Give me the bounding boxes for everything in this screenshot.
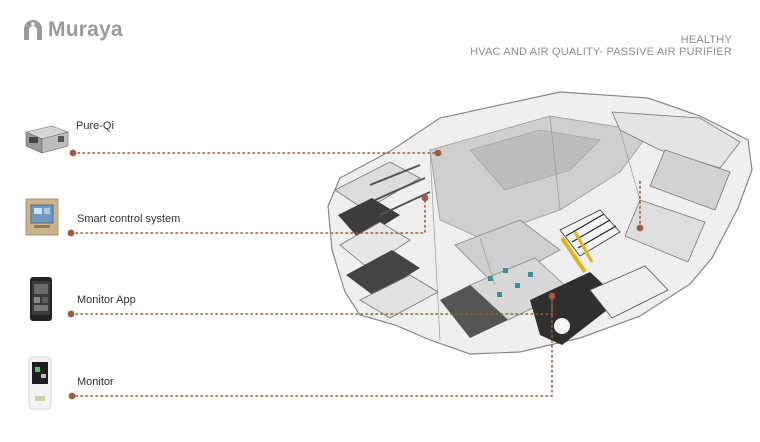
heading-line-1: HEALTHY bbox=[680, 34, 732, 46]
connector-dot-smart-start bbox=[67, 229, 75, 237]
control-panel-icon bbox=[25, 198, 59, 236]
item-label-monitor-app: Monitor App bbox=[77, 294, 136, 306]
item-label-monitor: Monitor bbox=[77, 376, 114, 388]
item-label-pure-qi: Pure-Qi bbox=[76, 120, 114, 132]
purifier-unit-icon bbox=[25, 125, 69, 154]
connector-dot-app-end bbox=[548, 292, 556, 300]
muraya-arch-logo-icon bbox=[24, 20, 42, 40]
connector-dot-pure-qi-start bbox=[69, 149, 77, 157]
heading-line-2: HVAC AND AIR QUALITY- PASSIVE AIR PURIFI… bbox=[470, 46, 732, 58]
connector-dot-smart-end bbox=[421, 194, 429, 202]
slide-heading: HEALTHY HVAC AND AIR QUALITY- PASSIVE AI… bbox=[470, 34, 732, 58]
connector-monitor-app bbox=[70, 295, 553, 315]
item-label-smart-control: Smart control system bbox=[77, 213, 181, 225]
connector-dot-right bbox=[636, 224, 644, 232]
brand-logo: Muraya bbox=[22, 18, 123, 42]
connector-monitor bbox=[70, 299, 553, 397]
air-monitor-icon bbox=[28, 356, 52, 410]
connector-dot-app-start bbox=[67, 310, 75, 318]
connector-dot-pure-qi-end bbox=[434, 149, 442, 157]
connector-dot-monitor-start bbox=[68, 392, 76, 400]
smartphone-icon bbox=[30, 277, 52, 321]
brand-name: Muraya bbox=[48, 18, 123, 41]
